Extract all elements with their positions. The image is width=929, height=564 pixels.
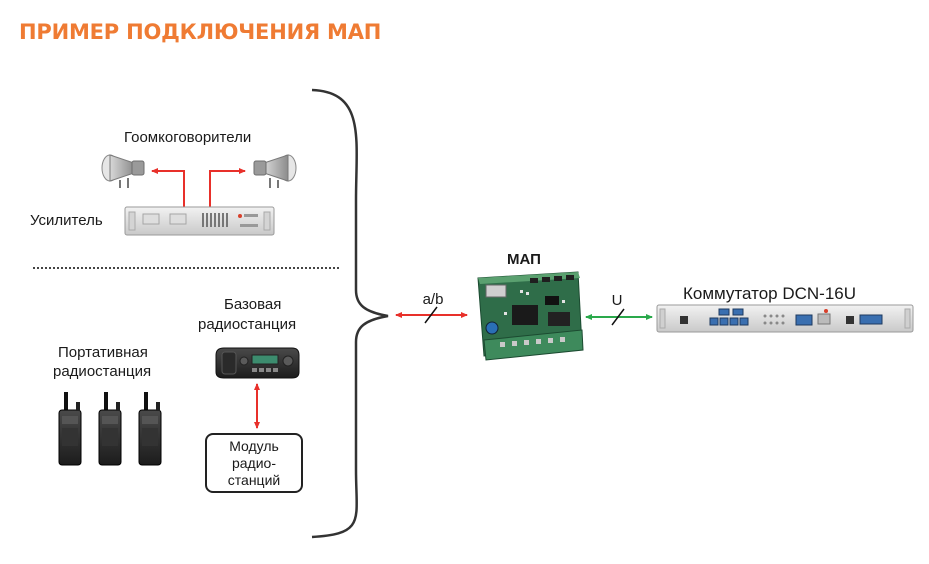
- amplifier-label: Усилитель: [30, 212, 103, 229]
- loudspeaker-icon: [253, 154, 297, 188]
- map-board-device: [477, 271, 584, 361]
- portable-label-line2: радиостанция: [53, 363, 151, 380]
- portable-label-line1: Портативная: [58, 344, 148, 361]
- loudspeakers-label: Гоомкоговорители: [124, 129, 251, 146]
- switch-label: Коммутатор DCN-16U: [683, 284, 856, 303]
- ab-slash: [424, 306, 438, 324]
- arrow-amp-to-left-speaker: [151, 168, 185, 207]
- u-slash: [611, 308, 625, 326]
- module-label-line2: радио-: [232, 455, 276, 471]
- portable-radio-icon: [138, 392, 162, 466]
- ab-link-label: a/b: [423, 291, 444, 308]
- base-station-label-line2: радиостанция: [198, 316, 296, 333]
- arrow-amp-to-right-speaker: [209, 168, 246, 207]
- base-radio-device: [215, 347, 300, 379]
- switch-rack-device: [656, 304, 914, 333]
- grouping-brace: [311, 88, 389, 539]
- module-label-line3: станций: [228, 472, 280, 488]
- page-title: ПРИМЕР ПОДКЛЮЧЕНИЯ МАП: [19, 20, 382, 44]
- base-station-label-line1: Базовая: [224, 296, 281, 313]
- module-label-line1: Модуль: [229, 438, 279, 454]
- u-link-label: U: [612, 292, 623, 309]
- radio-module-box: Модуль радио- станций: [205, 433, 303, 493]
- portable-radio-icon: [98, 392, 122, 466]
- amplifier-device: [124, 206, 275, 236]
- map-label: МАП: [507, 251, 541, 268]
- loudspeaker-icon: [101, 154, 145, 188]
- portable-radio-icon: [58, 392, 82, 466]
